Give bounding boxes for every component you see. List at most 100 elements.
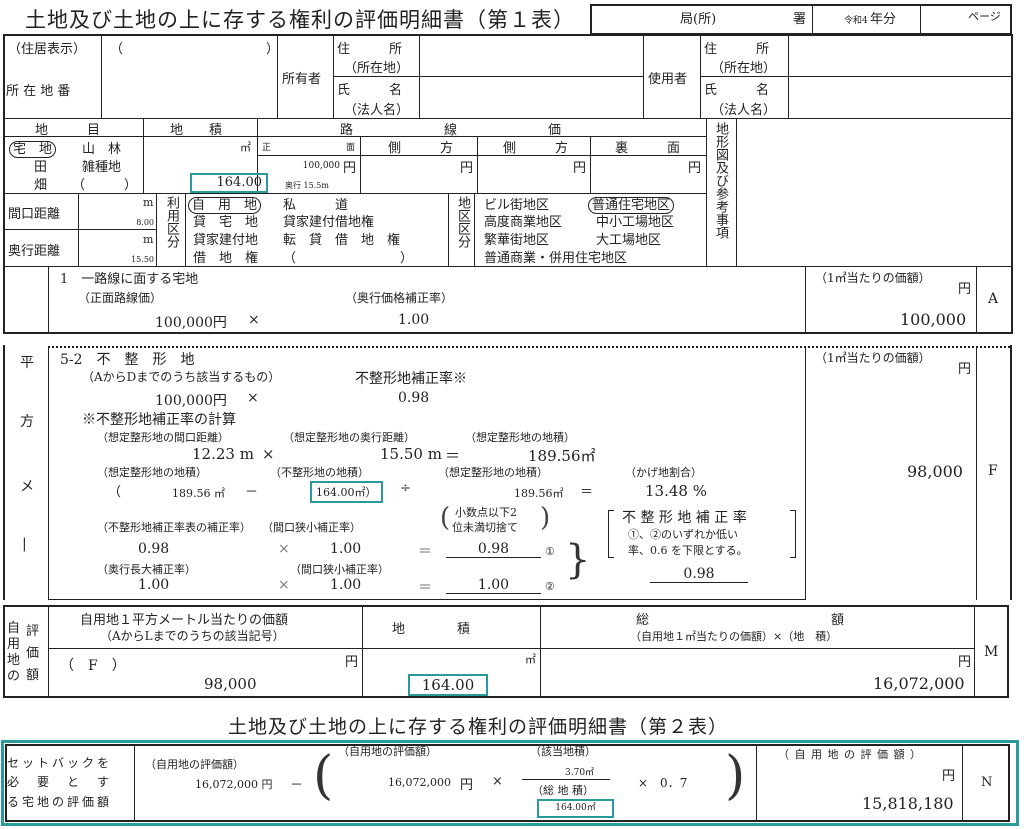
category-other[interactable]: （ ） bbox=[72, 178, 138, 193]
result-1: 0.98 bbox=[446, 541, 541, 558]
section-n-inner-label: （自用地の評価額） bbox=[338, 745, 437, 758]
shadow-ratio-label: （かげ地割合） bbox=[625, 466, 702, 479]
usage-leased-building-leasehold[interactable]: 貸家建付借地権 bbox=[283, 215, 375, 230]
depth-value[interactable]: 15.50 bbox=[131, 255, 154, 264]
final-rate-note-1: ①、②のいずれか低い bbox=[628, 528, 738, 541]
district-busy-street[interactable]: 繁華街地区 bbox=[484, 233, 550, 248]
owner-name-label: 氏 名 bbox=[337, 83, 403, 98]
assumed-area-label-3: （想定整形地の地積） bbox=[438, 466, 548, 479]
section-a-unit-price[interactable]: 100,000 bbox=[900, 310, 967, 329]
side-label-me: メ bbox=[20, 479, 34, 495]
mark-2: ② bbox=[545, 580, 555, 593]
section-f-calc-title: ※不整形地補正率の計算 bbox=[82, 412, 236, 428]
sheet1-title: 土地及び土地の上に存する権利の評価明細書（第１表） bbox=[25, 8, 575, 32]
assumed-times: × bbox=[262, 445, 275, 463]
section-n-code: N bbox=[981, 775, 993, 790]
user-name-field[interactable] bbox=[790, 78, 1010, 117]
assumed-depth-label: （想定整形地の奥行距離） bbox=[283, 431, 415, 444]
area-header: 地 積 bbox=[170, 123, 223, 138]
section-n-result[interactable]: 15,818,180 bbox=[862, 794, 954, 813]
district-mixed-use[interactable]: 普通商業・併用住宅地区 bbox=[484, 251, 628, 266]
section-n-total-area-highlighted[interactable]: 164.00㎡ bbox=[537, 799, 614, 818]
final-rate-title: 不 整 形 地 補 正 率 bbox=[622, 510, 747, 526]
long-depth-label: （奥行長大補正率） bbox=[97, 563, 196, 576]
section-m-unit-price[interactable]: 98,000 bbox=[204, 675, 257, 693]
section-a-depth-rate: 1.00 bbox=[398, 312, 430, 328]
section-m-total-subheader: （自用地１㎡当たりの価額）×（地 積） bbox=[630, 630, 838, 643]
usage-self-use-selected[interactable]: 自 用 地 bbox=[188, 194, 262, 214]
section-n-result-yen: 円 bbox=[942, 769, 956, 784]
section-n-frame bbox=[5, 744, 1010, 822]
map-reference-label: 地形図及び参考事項 bbox=[713, 122, 728, 239]
final-rate: 0.98 bbox=[650, 566, 748, 583]
section-m-unit-price-header: 自用地１平方メートル当たりの価額 bbox=[80, 613, 289, 628]
usage-leased-building-land[interactable]: 貸家建付地 bbox=[193, 233, 259, 248]
section-m-area-highlighted[interactable]: 164.00 bbox=[408, 674, 488, 696]
final-rate-bracket-left bbox=[608, 510, 614, 558]
section-n-times-1: × bbox=[492, 774, 503, 789]
category-forest[interactable]: 山 林 bbox=[82, 142, 122, 157]
district-small-factory[interactable]: 中小工場地区 bbox=[596, 215, 675, 230]
section-f-times: × bbox=[247, 390, 259, 406]
section-m-area-unit: ㎡ bbox=[525, 653, 536, 666]
frontage-value[interactable]: 8.00 bbox=[136, 218, 154, 227]
category-misc[interactable]: 雑種地 bbox=[82, 160, 122, 175]
usage-private-road[interactable]: 私 道 bbox=[283, 198, 349, 213]
times-row2: × bbox=[278, 577, 290, 593]
usage-leased-land[interactable]: 貸 宅 地 bbox=[193, 215, 259, 230]
long-depth-rate: 1.00 bbox=[138, 577, 170, 593]
depth-note: 奥行 15.5m bbox=[285, 181, 329, 190]
usage-leasehold[interactable]: 借 地 権 bbox=[193, 251, 259, 266]
year-era: 令和4 bbox=[844, 16, 868, 26]
district-residential-selected[interactable]: 普通住宅地区 bbox=[588, 194, 675, 214]
usage-other[interactable]: （ ） bbox=[283, 251, 414, 266]
section-a-code: A bbox=[988, 291, 999, 307]
sheet1-frame bbox=[3, 34, 1013, 334]
user-address-field[interactable] bbox=[790, 36, 1010, 75]
minus: － bbox=[245, 485, 259, 500]
owner-address-field[interactable] bbox=[421, 36, 641, 75]
category-residential-selected[interactable]: 宅 地 bbox=[9, 138, 57, 158]
section-f-unit-price[interactable]: 98,000 bbox=[907, 462, 963, 481]
section-m-code-ref: （ F ） bbox=[60, 658, 126, 674]
times-row1: × bbox=[278, 541, 290, 557]
residence-display-label: （住居表示） bbox=[8, 42, 87, 57]
usage-sublease-leasehold[interactable]: 転 貸 借 地 権 bbox=[283, 233, 401, 248]
residence-display-field[interactable]: （ ） bbox=[110, 42, 280, 57]
rounding-note-2: 位未満切捨て bbox=[452, 521, 518, 534]
district-label: 地区区分 bbox=[455, 196, 470, 248]
owner-name-field[interactable] bbox=[421, 78, 641, 117]
rounding-paren-right: ) bbox=[540, 503, 551, 533]
table-rate: 0.98 bbox=[138, 541, 170, 557]
user-address-label-2: （所在地） bbox=[711, 61, 777, 76]
section-n-applicable-area[interactable]: 3.70㎡ bbox=[565, 768, 595, 778]
section-f-subtitle: （AからDまでのうち該当するもの） bbox=[82, 370, 281, 384]
mark-1: ① bbox=[545, 545, 555, 558]
side2-yen: 円 bbox=[573, 161, 587, 176]
category-field[interactable]: 畑 bbox=[34, 178, 48, 193]
section-a-depth-rate-label: （奥行価格補正率） bbox=[345, 291, 454, 305]
front-label-left: 正 bbox=[262, 143, 272, 153]
assumed-area-2: 189.56 ㎡ bbox=[172, 487, 225, 500]
section-m-frame bbox=[3, 605, 1009, 698]
section-m-area-header: 地 積 bbox=[392, 622, 471, 637]
depth-unit: m bbox=[143, 233, 154, 246]
category-paddy[interactable]: 田 bbox=[34, 160, 48, 175]
side-label-hei: 平 bbox=[20, 355, 34, 371]
section-m-total[interactable]: 16,072,000 bbox=[873, 674, 965, 693]
district-building[interactable]: ビル街地区 bbox=[484, 198, 550, 213]
section-n-label-2: 必 要 と す bbox=[7, 775, 113, 789]
section-n-self-use-label: （自用地の評価額） bbox=[145, 758, 244, 771]
section-n-paren-right: ) bbox=[725, 746, 746, 806]
area-value-highlighted[interactable]: 164.00 bbox=[190, 173, 268, 193]
section-n-label-3: る宅地の評価額 bbox=[7, 795, 113, 809]
back-yen: 円 bbox=[688, 161, 702, 176]
section-m-code: M bbox=[984, 644, 999, 660]
section-a-front-price: 100,000円 bbox=[155, 315, 227, 331]
district-high-commercial[interactable]: 高度商業地区 bbox=[484, 215, 563, 230]
front-price[interactable]: 100,000 bbox=[302, 161, 340, 171]
rounding-note-1: 小数点以下2 bbox=[455, 506, 517, 519]
assumed-area-label: （想定整形地の地積） bbox=[465, 431, 575, 444]
irregular-area-highlighted[interactable]: 164.00㎡） bbox=[310, 481, 383, 503]
district-large-factory[interactable]: 大工場地区 bbox=[596, 233, 662, 248]
